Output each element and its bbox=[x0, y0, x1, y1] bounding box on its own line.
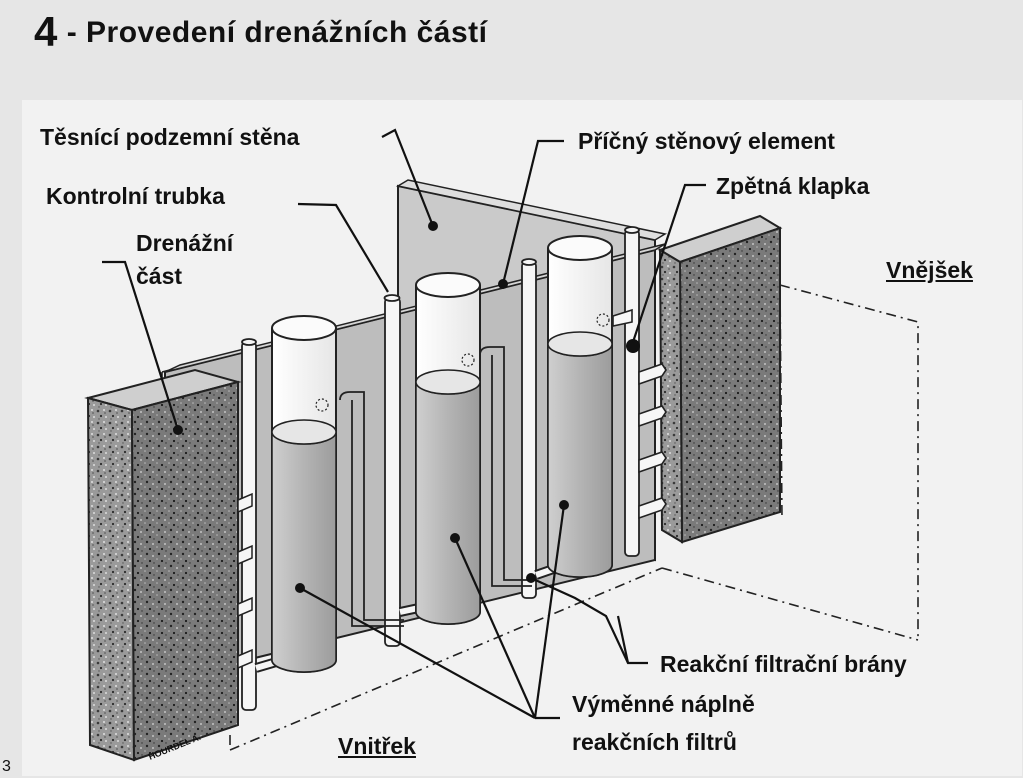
label-inside: Vnitřek bbox=[338, 733, 416, 759]
label-check-valve: Zpětná klapka bbox=[716, 173, 870, 199]
filter-cartridge-2 bbox=[415, 272, 481, 625]
pipe-ports bbox=[315, 313, 610, 412]
section-title: - Provedení drenážních částí bbox=[57, 16, 488, 49]
label-drainage-part-line1: Drenážní bbox=[136, 230, 234, 256]
label-control-tube: Kontrolní trubka bbox=[46, 183, 225, 209]
page-title: 4 - Provedení drenážních částí bbox=[34, 8, 487, 56]
right-concrete-block bbox=[657, 214, 783, 544]
label-cartridges-line1: Výměnné náplně bbox=[572, 691, 755, 717]
check-valve-dot bbox=[626, 339, 640, 353]
section-number: 4 bbox=[34, 8, 58, 55]
label-drainage-part-line2: část bbox=[136, 263, 183, 289]
leader-lines bbox=[102, 128, 706, 720]
reaction-gate-valves bbox=[612, 308, 667, 520]
left-concrete-block bbox=[84, 368, 242, 762]
label-transverse-element: Příčný stěnový element bbox=[578, 128, 835, 154]
label-sealing-wall: Těsnící podzemní stěna bbox=[40, 124, 300, 150]
label-outside: Vnějšek bbox=[886, 257, 973, 283]
control-tubes bbox=[241, 226, 640, 711]
leader-dots bbox=[173, 221, 569, 593]
left-gate-valves bbox=[237, 492, 253, 670]
label-reactive-gates: Reakční filtrační brány bbox=[660, 651, 907, 677]
label-cartridges-line2: reakčních filtrů bbox=[572, 729, 737, 755]
filter-cartridge-1 bbox=[271, 315, 337, 673]
filter-cartridge-3 bbox=[547, 235, 613, 578]
page-number: 3 bbox=[2, 758, 11, 775]
